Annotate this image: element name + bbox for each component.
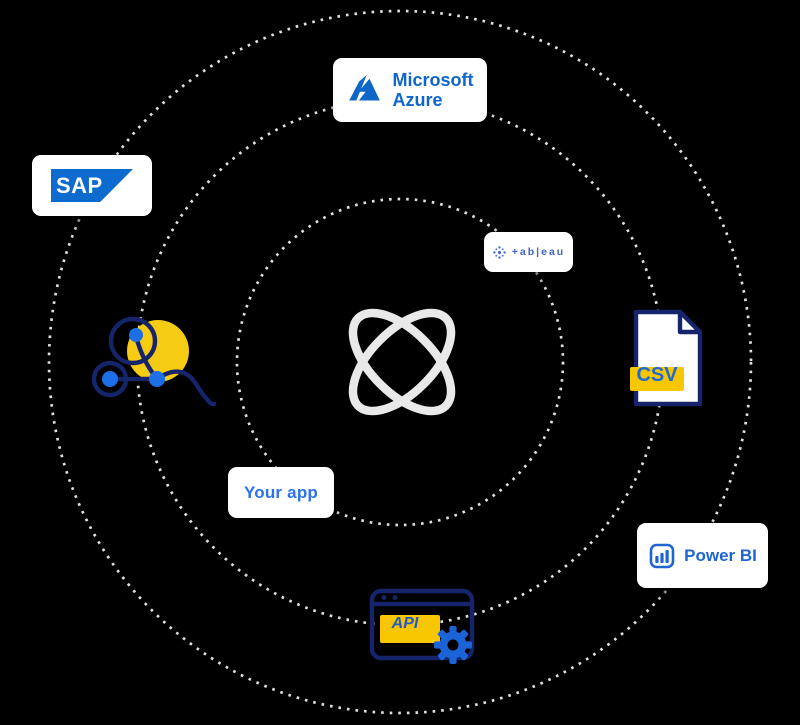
ring-inner <box>235 197 565 527</box>
api-browser-dot <box>381 595 387 600</box>
api-browser-dot <box>392 595 398 600</box>
csv-file-icon: CSV <box>630 309 703 407</box>
ring-outer <box>47 9 753 715</box>
tableau-card: +ab|eau <box>484 232 573 272</box>
azure-label: Microsoft Azure <box>393 70 474 110</box>
powerbi-logo-icon <box>649 543 675 568</box>
powerbi-label: Power BI <box>684 545 757 565</box>
azure-label-line2: Azure <box>392 90 443 110</box>
webhook-icon <box>91 316 217 407</box>
sap-card: SAP <box>32 155 152 216</box>
tableau-label: +ab|eau <box>511 246 566 258</box>
csv-label: CSV <box>636 364 678 386</box>
your-app-card: Your app <box>228 467 334 518</box>
csv-folded-corner <box>677 309 703 335</box>
api-browser-icon: API <box>369 588 475 664</box>
webhook-loop-right <box>154 369 217 407</box>
webhook-node-dot <box>102 371 118 387</box>
hub-knot-logo-icon <box>348 308 456 416</box>
csv-band <box>630 367 684 391</box>
your-app-label: Your app <box>243 482 318 502</box>
api-band <box>380 615 440 643</box>
gear-icon <box>434 626 472 664</box>
azure-card: Microsoft Azure <box>333 58 487 122</box>
sap-label: SAP <box>56 172 103 198</box>
api-label: API <box>391 615 419 632</box>
webhook-node-dot <box>129 328 143 342</box>
webhook-node-dot <box>149 371 165 387</box>
tableau-logo-icon <box>493 245 506 259</box>
azure-label-line1: Microsoft <box>392 69 474 90</box>
webhook-loop-top <box>108 316 158 366</box>
api-browser-window <box>369 588 475 661</box>
powerbi-card: Power BI <box>637 523 768 588</box>
sap-logo-icon: SAP <box>51 169 133 202</box>
azure-logo-icon <box>348 75 380 101</box>
